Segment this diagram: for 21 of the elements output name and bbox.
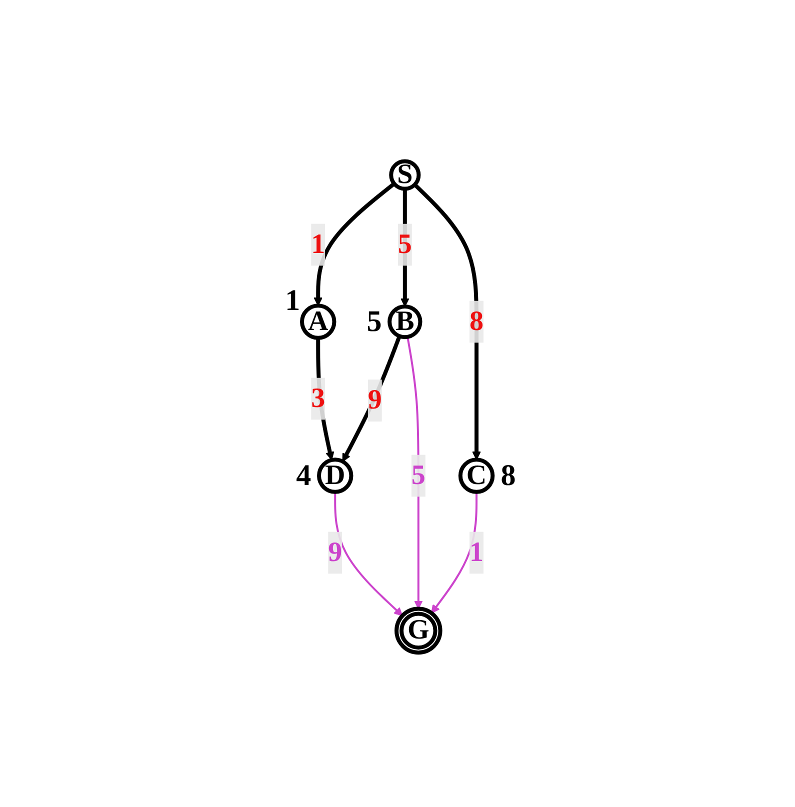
edge-label: 3 [311,383,326,414]
node-value: 5 [366,307,382,337]
edge-label: 1 [311,229,326,260]
node-value: 8 [500,461,516,491]
node-value: 1 [285,286,300,316]
arrow [314,182,396,306]
arrow [334,492,403,616]
node-circle: S [389,159,421,191]
edge-label: 5 [412,460,426,492]
edge-label: 9 [368,384,382,416]
node-circle: B [388,304,422,340]
node-value: 4 [296,461,312,491]
node-circle: G [394,607,442,655]
edge-label: 1 [470,537,484,568]
node-circle: A [300,304,336,340]
edge-label: 5 [398,229,412,260]
node-circle: D [317,458,354,494]
arrow [342,336,402,462]
edge-label: 8 [470,306,484,338]
edge-label: 9 [328,537,342,568]
node-circle: C [458,458,495,494]
